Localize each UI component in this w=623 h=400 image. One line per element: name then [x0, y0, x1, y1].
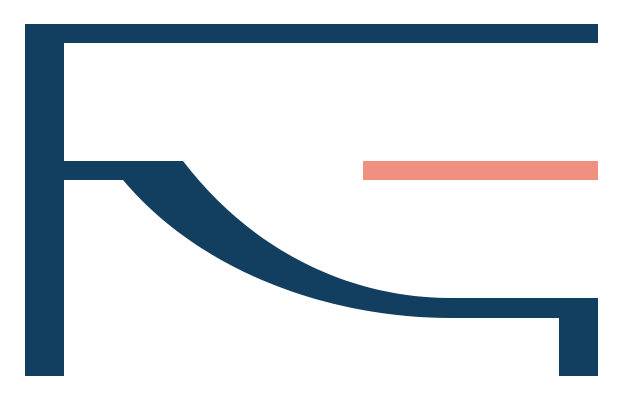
- logo-accent-bar: [363, 161, 598, 180]
- logo-navy-frame-and-curve: [25, 24, 598, 376]
